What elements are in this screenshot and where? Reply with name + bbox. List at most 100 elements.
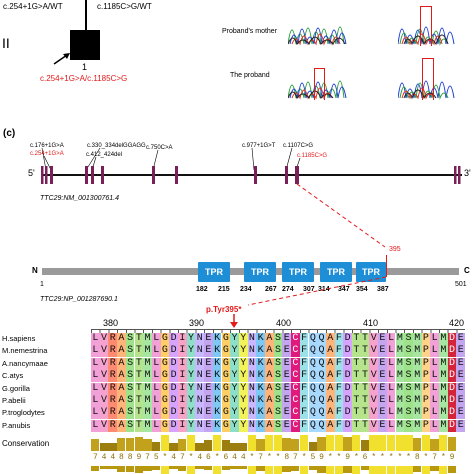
conservation-score: 4	[197, 453, 203, 462]
generation-label: II	[2, 35, 10, 51]
residue: M	[143, 345, 152, 358]
residue: T	[360, 357, 370, 370]
residue: P	[421, 370, 431, 383]
residue: M	[439, 370, 448, 383]
residue: L	[386, 407, 396, 420]
residue: Q	[317, 395, 326, 407]
residue: K	[212, 345, 222, 358]
residue: M	[395, 407, 405, 420]
residue: D	[169, 345, 178, 358]
conservation-score: 5	[153, 453, 159, 462]
residue: Q	[308, 395, 318, 407]
residue: G	[160, 345, 170, 358]
residue: V	[99, 395, 109, 407]
residue: R	[108, 333, 118, 345]
residue: Y	[186, 345, 196, 358]
residue: S	[404, 382, 413, 395]
residue: N	[195, 395, 205, 407]
residue: P	[421, 357, 431, 370]
conservation-score: *	[397, 453, 403, 462]
residue: A	[117, 345, 126, 358]
residue: T	[134, 395, 144, 407]
residue: S	[125, 345, 135, 358]
conservation-bar-lower	[99, 466, 109, 469]
conservation-bar	[186, 435, 196, 451]
residue: T	[134, 382, 144, 395]
residue: Q	[317, 357, 326, 370]
truncation-position: 395	[389, 246, 401, 253]
residue: T	[134, 370, 144, 383]
conservation-score: *	[353, 453, 359, 462]
conservation-score: 6	[206, 453, 211, 462]
residue: M	[439, 357, 448, 370]
conservation-bar	[212, 435, 222, 451]
residue: T	[134, 357, 144, 370]
individual-number: 1	[82, 62, 88, 72]
residue: M	[412, 395, 422, 407]
residue: G	[221, 370, 231, 383]
conservation-bar-lower	[195, 466, 204, 469]
conservation-bar	[378, 435, 387, 451]
residue: Y	[230, 382, 239, 395]
residue: Y	[186, 357, 196, 370]
residue: E	[282, 370, 292, 383]
conservation-bar-lower	[325, 466, 335, 474]
residue: I	[178, 370, 187, 383]
residue: E	[282, 395, 292, 407]
conservation-score: 4	[232, 453, 237, 462]
conservation-bar	[143, 439, 152, 451]
species-label: P.anubis	[2, 420, 31, 430]
conservation-bar	[421, 435, 430, 451]
residue: G	[160, 407, 170, 420]
variant-label-1: c.176+1G>A	[30, 143, 64, 149]
conservation-bar	[308, 442, 317, 451]
residue: L	[386, 333, 396, 345]
residue: F	[334, 419, 344, 432]
residue: L	[386, 382, 396, 395]
conservation-bar-lower	[247, 466, 256, 474]
residue: E	[378, 395, 387, 407]
residue: A	[265, 357, 274, 370]
tpr-domain-2: TPR	[244, 262, 276, 282]
conservation-bar-lower	[178, 466, 187, 471]
residue: V	[99, 357, 109, 370]
residue: S	[125, 382, 135, 395]
residue: K	[256, 395, 265, 407]
conservation-bar	[178, 439, 187, 451]
conservation-score: 7	[92, 453, 98, 462]
residue: Y	[186, 382, 196, 395]
residue: F	[299, 382, 309, 395]
conservation-score: *	[423, 453, 429, 462]
residue: E	[204, 333, 213, 345]
residue: F	[299, 407, 309, 420]
residue: Y	[238, 370, 248, 383]
conservation-bar-lower	[439, 466, 448, 474]
residue: F	[334, 333, 344, 345]
n-terminus-label: N	[32, 266, 38, 275]
conservation-score: 9	[319, 453, 324, 462]
residue: V	[369, 345, 379, 358]
residue: F	[334, 407, 344, 420]
residue: E	[282, 357, 292, 370]
residue: L	[151, 407, 161, 420]
residue: V	[99, 333, 109, 345]
residue: Y	[238, 395, 248, 407]
residue: I	[178, 357, 187, 370]
residue: M	[412, 333, 422, 345]
tpr5-end: 387	[377, 286, 389, 293]
residue: T	[352, 382, 361, 395]
residue: Y	[186, 395, 196, 407]
residue: L	[151, 370, 161, 383]
conservation-bar	[395, 435, 404, 451]
species-label: P.troglodytes	[2, 408, 45, 418]
residue: N	[247, 382, 257, 395]
residue: Q	[308, 345, 318, 358]
residue: V	[369, 407, 379, 420]
residue: T	[352, 333, 361, 345]
conservation-score: *	[249, 453, 255, 462]
residue: D	[447, 370, 457, 383]
protein-start: 1	[40, 281, 44, 288]
proband-trace-left	[288, 58, 348, 100]
residue: E	[204, 370, 213, 383]
residue: L	[430, 395, 439, 407]
